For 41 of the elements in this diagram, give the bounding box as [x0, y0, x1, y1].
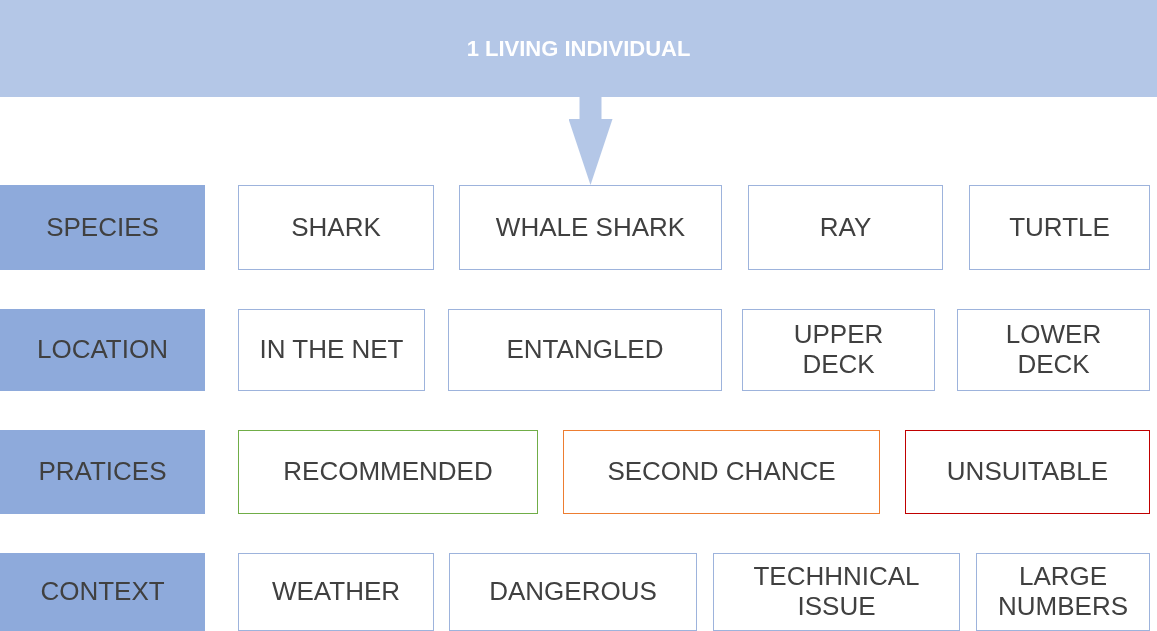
box-label: PRATICES: [38, 457, 167, 487]
arrow: [568, 97, 613, 185]
box-label: ENTANGLED: [506, 335, 664, 365]
box-label: WEATHER: [271, 577, 401, 607]
box-label: TECHHNICAL ISSUE: [752, 562, 921, 622]
box-label: WHALE SHARK: [495, 212, 686, 243]
box-label: UNSUITABLE: [946, 457, 1109, 487]
category-box: [238, 553, 434, 631]
box-label: LOWER DECK: [1004, 320, 1103, 380]
box-label: SHARK: [291, 212, 381, 243]
box-label: LARGE NUMBERS: [997, 562, 1129, 622]
category-box: [748, 185, 943, 270]
category-box: [238, 309, 425, 391]
category-box: [742, 309, 935, 391]
box-label: LOCATION: [37, 335, 168, 365]
category-box: [448, 309, 722, 391]
row-header: [0, 309, 205, 391]
category-box: [905, 430, 1150, 514]
category-box: [449, 553, 697, 631]
category-box: [969, 185, 1150, 270]
row-header: [0, 185, 205, 270]
category-box: [563, 430, 880, 514]
category-box: [238, 185, 434, 270]
box-label: 1 LIVING INDIVIDUAL: [466, 35, 691, 62]
box-label: DANGEROUS: [489, 577, 657, 607]
box-label: RECOMMENDED: [283, 457, 493, 487]
category-box: [957, 309, 1150, 391]
row-header: [0, 430, 205, 514]
row-header: [0, 553, 205, 631]
box-label: RAY: [819, 212, 872, 243]
title-band: [0, 0, 1157, 97]
box-label: IN THE NET: [259, 335, 404, 365]
box-label: TURTLE: [1009, 212, 1110, 243]
category-box: [459, 185, 722, 270]
category-box: [238, 430, 538, 514]
category-box: [976, 553, 1150, 631]
box-label: SECOND CHANCE: [607, 457, 836, 487]
box-label: SPECIES: [46, 212, 159, 243]
box-label: UPPER DECK: [792, 320, 885, 380]
box-label: CONTEXT: [40, 577, 165, 607]
category-box: [713, 553, 960, 631]
